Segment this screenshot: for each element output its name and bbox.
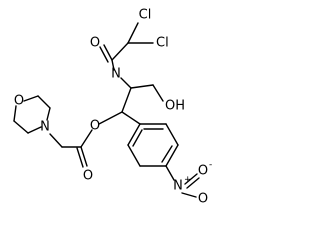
atom-cl-right: Cl [156,36,169,51]
atom-carbonyl-o: O [83,169,93,184]
bond-morph-c1-c2 [13,120,29,134]
atom-nitro-o-top-charge: - [209,160,212,170]
atom-nitro-o-bottom: O [198,192,208,207]
atom-morph-o: O [14,94,24,109]
atom-cl-upper: Cl [139,8,152,23]
bond-amide-c-n [111,59,115,71]
bond-morph-c2-o [13,105,17,122]
bond-ch-ch2 [130,84,154,89]
bond-ring-6 [127,123,141,146]
bond-amide-c-o-b [99,46,109,63]
bond-ring-inner-2 [161,145,173,163]
bond-ch2-oh [152,84,164,102]
bond-nitro-n-o-bottom [181,192,197,198]
bond-benzylic-ester-o [98,111,123,125]
atom-nitro-n-charge: + [184,175,192,185]
bond-chcl2-carbonyl [111,42,129,61]
bond-amide-c-o-a [103,44,113,61]
atom-amide-o: O [90,36,100,51]
atom-amide-n: N [111,67,121,82]
bond-n-ch [120,77,132,89]
atom-morph-n: N [40,120,50,135]
bond-ester-c-o-b [76,147,84,168]
bond-ch-benzylic [121,87,132,113]
bond-ester-o-c [80,129,93,148]
bond-ester-c-o-a [80,146,88,167]
bond-morph-n-c1 [27,126,42,134]
atom-ester-o: O [90,119,100,134]
atom-nitro-o-top: O [198,164,208,179]
bond-ch2-morph-n [49,133,63,148]
bond-ring-2 [165,123,179,146]
structure-diagram: Cl Cl O N OH O O O N N + O - O [13,7,213,207]
bond-benzylic-ring [121,111,141,125]
bond-nitro-n-o-top-a [184,173,198,185]
molecule-drawing: Cl Cl O N OH O O O N N + O - O [13,8,212,207]
bond-c-cl-upper [127,22,139,44]
atom-nitro-n: N [173,179,183,194]
bond-morph-c3-c4 [37,95,51,109]
bond-ring-nitro-n [165,165,175,181]
bond-nitro-n-o-top-b [186,177,200,189]
bond-morph-c4-n [46,107,51,121]
bond-morph-o-c3 [23,95,39,102]
bond-ring-3 [165,144,179,167]
atom-hydroxyl: OH [165,99,185,114]
bond-ring-5 [127,144,141,167]
bond-ring-inner-3 [132,129,143,147]
